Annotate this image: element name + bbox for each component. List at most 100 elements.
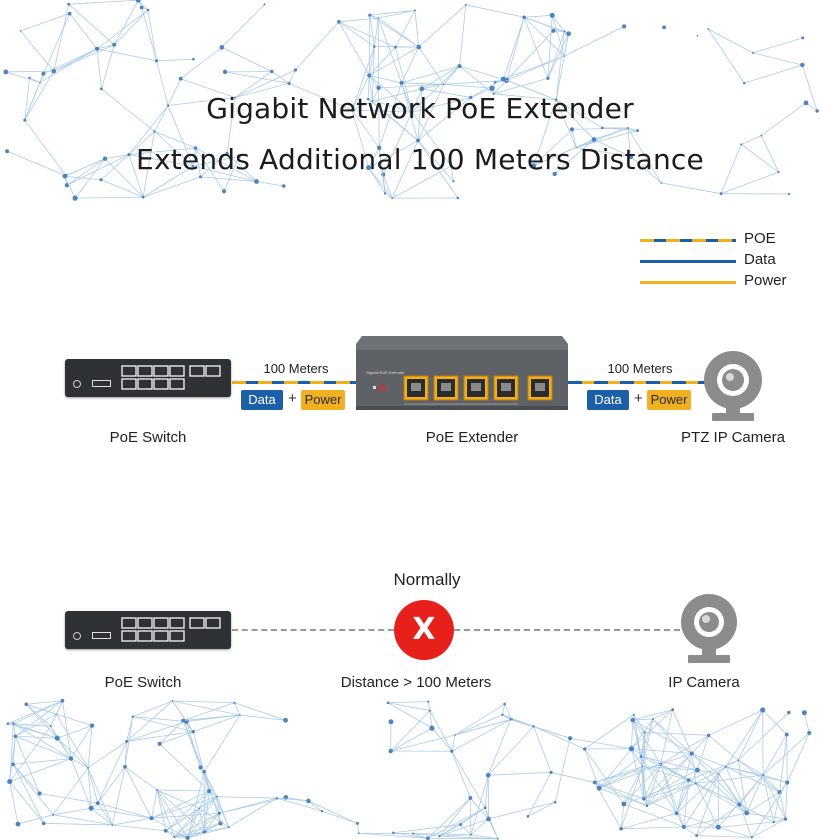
mesh-node (377, 17, 380, 19)
mesh-node (368, 13, 372, 17)
mesh-node (427, 700, 430, 703)
mesh-link (599, 763, 661, 789)
mesh-node (68, 756, 74, 761)
mesh-node (350, 108, 354, 112)
mesh-link (172, 700, 187, 722)
mesh-link (70, 758, 92, 809)
mesh-link (718, 766, 727, 775)
mesh-link (676, 753, 693, 814)
mesh-node (783, 817, 788, 821)
mesh-node (216, 795, 218, 798)
x-mark-icon: X (394, 600, 454, 660)
mesh-node (803, 100, 809, 106)
mesh-node (554, 98, 558, 102)
mesh-link (56, 737, 89, 769)
mesh-link (24, 77, 30, 121)
mesh-link (502, 714, 534, 727)
mesh-link (216, 796, 220, 814)
mesh-link (646, 779, 689, 807)
mesh-node (153, 130, 156, 133)
mesh-node (627, 153, 634, 160)
mesh-link (691, 753, 720, 775)
mesh-link (9, 758, 72, 782)
mesh-link (338, 17, 379, 23)
mesh-link (388, 701, 429, 704)
mesh-link (576, 147, 631, 157)
mesh-node (227, 826, 230, 829)
mesh-node (191, 729, 195, 734)
mesh-node (281, 184, 286, 188)
mesh-link (351, 109, 370, 168)
mesh-link (180, 47, 223, 80)
mesh-link (439, 797, 471, 837)
mesh-node (509, 718, 512, 721)
mesh-link (695, 766, 726, 784)
mesh-link (195, 147, 225, 192)
mesh-link (555, 99, 595, 140)
mesh-link (439, 824, 461, 837)
mesh-link (9, 781, 44, 824)
mesh-link (87, 767, 92, 809)
mesh-node (483, 806, 487, 810)
mesh-node (24, 702, 28, 706)
mesh-link (167, 105, 194, 167)
caption-poe-switch-bottom: PoE Switch (104, 674, 182, 691)
poe-cable-left (232, 381, 356, 384)
mesh-node (171, 700, 174, 702)
mesh-link (104, 158, 144, 198)
mesh-link (551, 772, 595, 783)
mesh-link (593, 127, 628, 140)
mesh-link (627, 127, 662, 184)
mesh-link (128, 154, 144, 198)
mesh-node (185, 835, 190, 840)
mesh-link (391, 140, 419, 199)
mesh-link (630, 156, 662, 184)
mesh-link (691, 753, 726, 768)
mesh-link (29, 77, 41, 83)
mesh-node (662, 25, 666, 30)
mesh-link (691, 753, 697, 784)
mesh-node (785, 780, 790, 785)
mesh-link (198, 808, 205, 832)
mesh-link (228, 797, 277, 828)
mesh-link (660, 764, 685, 828)
mesh-node (376, 85, 381, 91)
mesh-link (451, 751, 471, 799)
mesh-node (416, 44, 422, 50)
mesh-node (3, 69, 9, 75)
x-mark-glyph: X (412, 612, 436, 647)
mesh-node (207, 788, 212, 794)
mesh-node (202, 769, 206, 774)
dashed-link-left (232, 629, 394, 631)
mesh-link (737, 759, 780, 793)
mesh-link (741, 135, 762, 145)
mesh-link (97, 741, 128, 804)
mesh-link (720, 144, 742, 194)
mesh-node (501, 713, 504, 716)
mesh-link (443, 65, 460, 85)
mesh-link (368, 75, 373, 102)
mesh-link (413, 833, 440, 837)
mesh-link (156, 58, 194, 62)
mesh-link (390, 727, 433, 752)
mesh-link (631, 748, 692, 754)
mesh-link (533, 129, 573, 167)
mesh-link (271, 71, 290, 84)
mesh-link (87, 725, 93, 768)
ip-camera-icon (681, 594, 737, 663)
mesh-node (219, 45, 225, 50)
mesh-link (642, 766, 648, 806)
mesh-node (468, 796, 473, 800)
mesh-link (276, 797, 323, 812)
mesh-link (62, 700, 72, 759)
mesh-link (401, 82, 444, 85)
mesh-link (15, 735, 58, 739)
poe-extender-icon: Gigabit PoE Extender (356, 336, 568, 410)
mesh-link (382, 111, 413, 175)
mesh-link (594, 766, 643, 783)
mesh-node (19, 30, 22, 32)
mesh-node (11, 762, 16, 767)
mesh-link (533, 99, 557, 167)
mesh-link (126, 731, 194, 742)
mesh-link (744, 64, 803, 84)
